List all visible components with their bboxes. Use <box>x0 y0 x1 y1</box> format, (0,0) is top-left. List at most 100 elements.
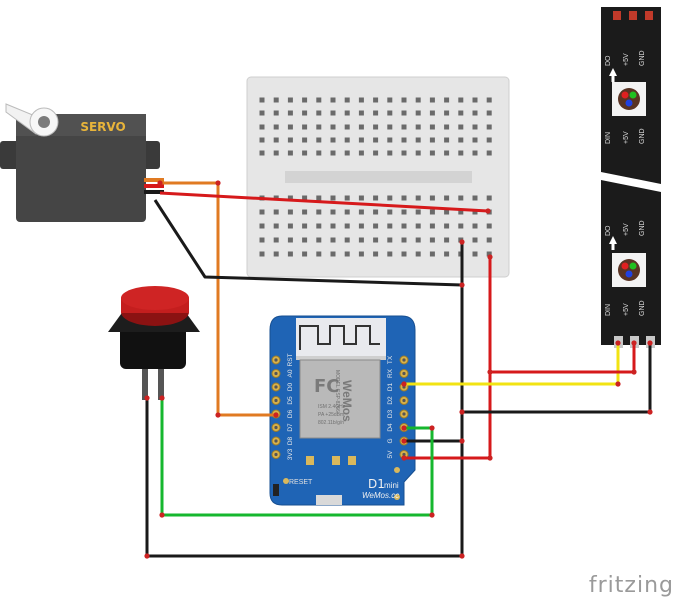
breadboard-hole <box>302 124 308 130</box>
breadboard-hole <box>287 110 293 116</box>
wire-junction <box>144 553 150 559</box>
breadboard-hole <box>273 223 279 229</box>
wire-junction <box>215 180 221 186</box>
breadboard-hole <box>472 124 478 130</box>
breadboard-hole <box>458 110 464 116</box>
strip-label-gnd-2b: GND <box>639 300 646 316</box>
led-strip: DO +5V GND DIN +5V GND DO +5V GND DIN +5 <box>596 7 666 348</box>
breadboard-hole <box>387 97 393 103</box>
strip-label-5v-1b: +5V <box>623 131 630 144</box>
header-pin-hole <box>402 412 406 416</box>
breadboard-hole <box>330 251 336 257</box>
header-pin-hole <box>402 452 406 457</box>
breadboard-hole <box>486 137 492 143</box>
breadboard-hole <box>429 110 435 116</box>
breadboard-hole <box>415 251 421 257</box>
reset-label: RESET <box>289 479 313 486</box>
breadboard-hole <box>486 150 492 156</box>
breadboard-hole <box>330 223 336 229</box>
wire-junction <box>459 282 465 288</box>
breadboard-hole <box>273 124 279 130</box>
breadboard-hole <box>316 137 322 143</box>
wire-servo-signal <box>160 181 276 417</box>
wire-junction <box>631 340 637 346</box>
wire-junction <box>401 438 407 444</box>
strip-label-do-2: DO <box>605 225 612 236</box>
wire-junction <box>487 254 493 260</box>
breadboard-hole <box>344 97 350 103</box>
breadboard-hole <box>358 110 364 116</box>
breadboard-hole <box>287 97 293 103</box>
breadboard-hole <box>330 209 336 215</box>
breadboard-hole <box>259 209 265 215</box>
breadboard-hole <box>373 195 379 201</box>
breadboard-hole <box>316 124 322 130</box>
pin-label: G <box>387 438 394 443</box>
breadboard-hole <box>287 124 293 130</box>
breadboard-hole <box>344 251 350 257</box>
breadboard-hole <box>273 110 279 116</box>
module-line-4: 802.11b/g/n <box>318 420 344 426</box>
breadboard-hole <box>287 251 293 257</box>
breadboard-hole <box>330 150 336 156</box>
breadboard-hole <box>316 209 322 215</box>
breadboard-hole <box>486 237 492 243</box>
breadboard-hole <box>387 209 393 215</box>
pin-label: RX <box>387 368 394 378</box>
module-line-3: PA +25dBm <box>318 412 344 418</box>
pin-label: D3 <box>387 409 394 418</box>
breadboard <box>246 76 510 278</box>
breadboard-hole <box>358 195 364 201</box>
wire-junction <box>401 425 407 431</box>
breadboard-hole <box>401 251 407 257</box>
breadboard-hole <box>415 209 421 215</box>
breadboard-hole <box>287 237 293 243</box>
breadboard-hole <box>273 251 279 257</box>
breadboard-hole <box>486 195 492 201</box>
breadboard-hole <box>387 195 393 201</box>
breadboard-hole <box>302 137 308 143</box>
pin-label: RST <box>287 353 294 366</box>
strip-label-gnd-1: GND <box>639 50 646 66</box>
breadboard-hole <box>401 195 407 201</box>
breadboard-hole <box>415 150 421 156</box>
breadboard-hole <box>273 209 279 215</box>
breadboard-hole <box>401 209 407 215</box>
breadboard-hole <box>287 150 293 156</box>
wire-junction <box>159 395 165 401</box>
wire-junction <box>459 553 465 559</box>
breadboard-hole <box>330 195 336 201</box>
breadboard-hole <box>429 195 435 201</box>
breadboard-hole <box>486 251 492 257</box>
breadboard-hole <box>401 137 407 143</box>
breadboard-hole <box>444 237 450 243</box>
breadboard-hole <box>373 97 379 103</box>
breadboard-hole <box>316 195 322 201</box>
breadboard-hole <box>429 251 435 257</box>
breadboard-hole <box>415 137 421 143</box>
breadboard-hole <box>330 97 336 103</box>
breadboard-hole <box>401 110 407 116</box>
pin-label: 3V3 <box>287 448 294 460</box>
breadboard-hole <box>259 137 265 143</box>
breadboard-hole <box>415 195 421 201</box>
breadboard-hole <box>330 237 336 243</box>
breadboard-hole <box>287 195 293 201</box>
breadboard-hole <box>444 137 450 143</box>
strip-label-5v-1: +5V <box>623 53 630 66</box>
breadboard-hole <box>429 137 435 143</box>
breadboard-hole <box>387 251 393 257</box>
wire-junction <box>273 412 279 418</box>
breadboard-hole <box>259 237 265 243</box>
breadboard-hole <box>302 223 308 229</box>
breadboard-hole <box>429 97 435 103</box>
breadboard-hole <box>316 223 322 229</box>
breadboard-hole <box>444 150 450 156</box>
wire-junction <box>401 455 407 461</box>
breadboard-hole <box>302 150 308 156</box>
breadboard-hole <box>486 223 492 229</box>
breadboard-hole <box>472 137 478 143</box>
breadboard-hole <box>358 137 364 143</box>
module-line-2: ISM 2.4GHz <box>318 404 346 410</box>
